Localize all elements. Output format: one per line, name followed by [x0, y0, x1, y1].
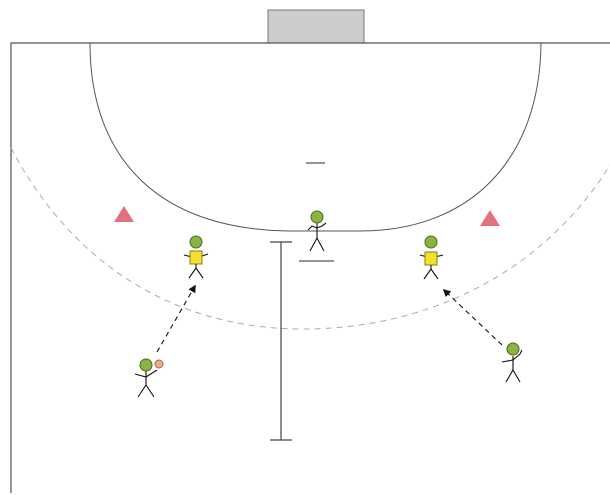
player-head	[139, 358, 153, 372]
court-boundary	[10, 42, 610, 493]
attacker-left	[134, 358, 164, 398]
goal-icon	[267, 9, 365, 44]
defender-left	[183, 235, 209, 279]
goalkeeper	[299, 210, 334, 262]
attacker-right	[501, 342, 523, 383]
free-throw-line	[10, 147, 610, 330]
player-head	[424, 235, 438, 249]
center-barrier	[270, 241, 292, 441]
bib-icon	[189, 250, 203, 265]
defender-right	[419, 235, 444, 280]
cone-right	[480, 210, 500, 226]
player-head	[310, 210, 324, 224]
ball-icon	[154, 359, 164, 369]
bib-icon	[424, 251, 438, 266]
goal-area-line	[89, 42, 542, 232]
cone-left	[114, 206, 134, 222]
arrow-left	[156, 284, 196, 353]
player-head	[506, 342, 520, 356]
player-head	[189, 235, 203, 249]
arrow-right	[442, 288, 503, 346]
